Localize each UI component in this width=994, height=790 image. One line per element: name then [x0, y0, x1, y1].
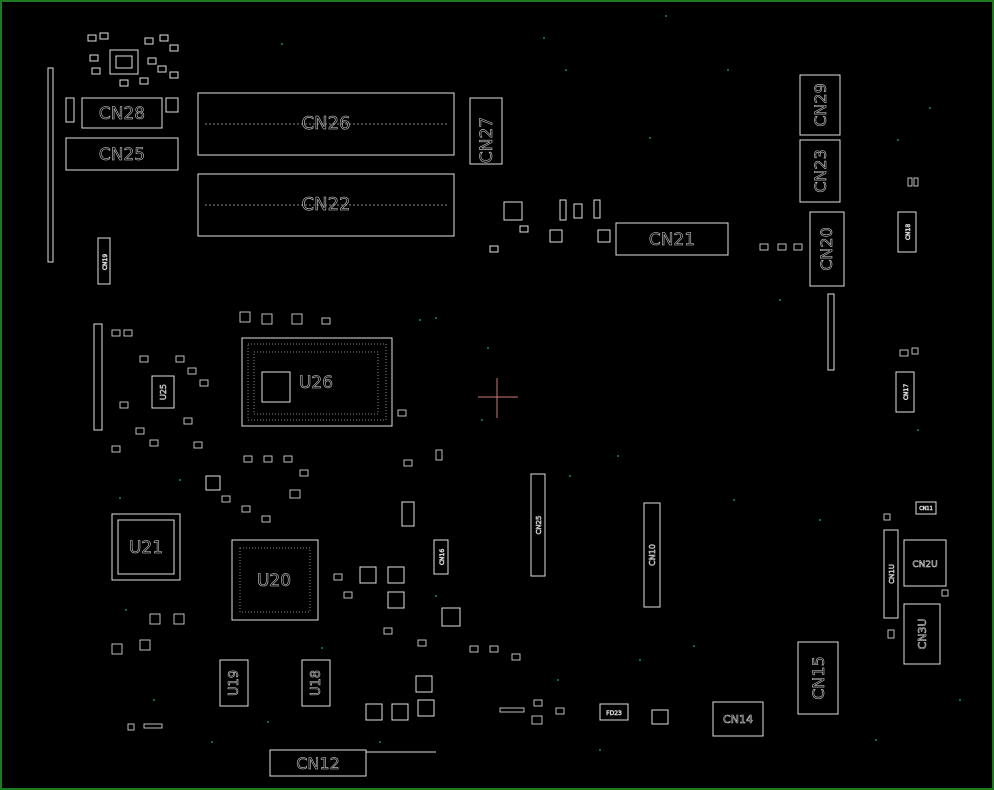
cn28-label: CN28	[99, 104, 145, 124]
cn25-connector: CN25	[65, 137, 179, 171]
passive-components	[111, 177, 949, 731]
cn21-connector: CN21	[615, 222, 729, 256]
cn16-label: CN16	[439, 549, 446, 565]
u21-label: U21	[129, 538, 163, 558]
left-vertical-header	[93, 323, 103, 431]
cn26-connector: CN26	[197, 92, 455, 156]
cn26-label: CN26	[302, 113, 351, 134]
u19-label: U19	[227, 670, 242, 696]
cn18-label: CN18	[905, 224, 912, 240]
cn14-label: CN14	[723, 713, 753, 726]
u25-label: U25	[159, 384, 168, 400]
cn12-connector: CN12	[269, 749, 436, 777]
cn21-label: CN21	[649, 230, 695, 250]
u26-label: U26	[299, 373, 333, 393]
left-edge-connector	[47, 67, 54, 263]
u19-chip: U19	[219, 659, 249, 707]
cn20-label: CN20	[817, 227, 836, 271]
cn21-side-parts	[489, 199, 611, 253]
cn22-label: CN22	[302, 194, 351, 215]
u25-chip: U25	[151, 375, 175, 409]
u20-label: U20	[257, 571, 291, 591]
cn3u-connector: CN3U	[903, 603, 941, 665]
cn22-connector: CN22	[197, 173, 455, 237]
top-left-ic-cluster	[65, 32, 179, 123]
cn10-connector: CN10	[643, 502, 661, 608]
u18-chip: U18	[301, 659, 331, 707]
u18-label: U18	[309, 670, 324, 696]
cn2u-connector: CN2U	[903, 539, 947, 587]
cn25-label: CN25	[99, 145, 145, 165]
fd23-part: FD23	[599, 703, 629, 721]
cn25b-label: CN25	[535, 515, 543, 534]
cn11-connector: CN11	[915, 501, 937, 515]
cn23-label: CN23	[811, 149, 830, 193]
cn2u-label: CN2U	[912, 560, 937, 570]
cn29-label: CN29	[811, 83, 830, 127]
cn14-connector: CN14	[712, 701, 764, 737]
cn23-connector: CN23	[799, 139, 841, 203]
cn1u-label: CN1U	[888, 564, 896, 584]
small-ic-bottom	[651, 709, 669, 725]
u20-chip: U20	[231, 539, 319, 621]
fd23-label: FD23	[606, 710, 622, 717]
cn19-label: CN19	[102, 254, 109, 270]
cn28-connector: CN28	[81, 97, 163, 129]
cn1u-connector: CN1U	[883, 529, 899, 619]
cn19-connector: CN19	[97, 237, 111, 285]
cn25b-connector: CN25	[530, 473, 546, 577]
cn11-label: CN11	[919, 506, 933, 512]
cn20-connector: CN20	[809, 211, 845, 287]
cn17-label: CN17	[903, 384, 910, 400]
cn15-label: CN15	[809, 656, 828, 700]
u21-chip: U21	[111, 513, 181, 581]
cn27-label: CN27	[477, 117, 497, 163]
right-slim-connector	[827, 293, 835, 371]
cn17-connector: CN17	[895, 371, 915, 413]
cn15-connector: CN15	[797, 641, 839, 715]
cn27-connector: CN27	[469, 97, 503, 165]
origin-crosshair	[478, 378, 518, 418]
mid-small-ics	[205, 475, 461, 721]
cn18-connector: CN18	[897, 211, 917, 253]
cn10-label: CN10	[648, 544, 657, 566]
via-dots	[119, 15, 961, 751]
cn29-connector: CN29	[799, 74, 841, 136]
cn16-connector: CN16	[433, 539, 449, 575]
cn3u-label: CN3U	[916, 619, 929, 650]
u26-processor: U26	[241, 337, 393, 427]
cn12-label: CN12	[296, 754, 340, 773]
